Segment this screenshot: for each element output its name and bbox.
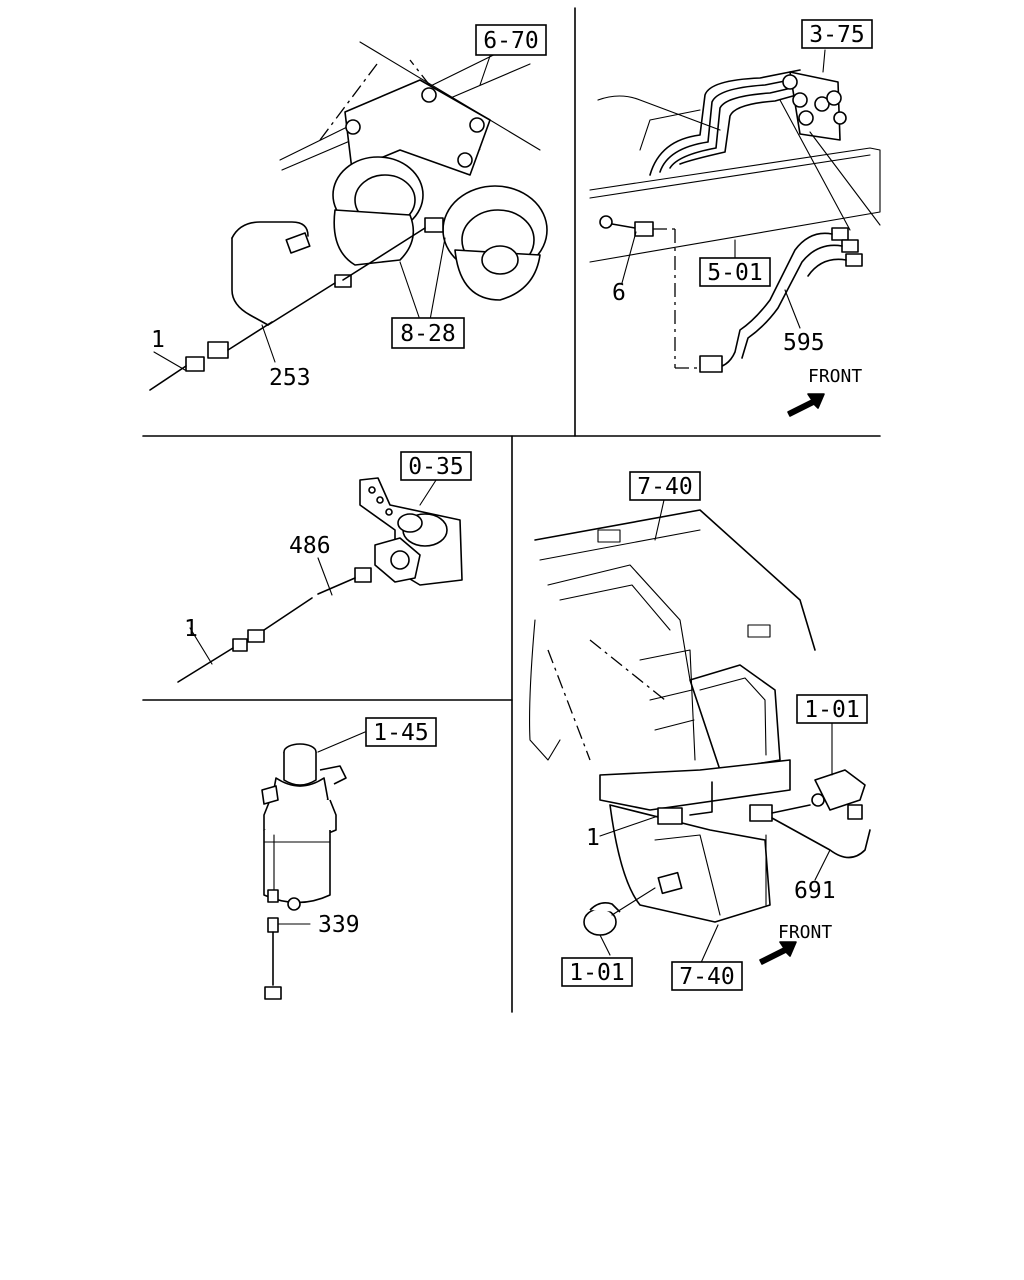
front-direction-label-top: FRONT <box>808 366 862 387</box>
callout-box-3-75 <box>801 19 873 49</box>
callout-box-7-40-top <box>629 471 701 501</box>
callout-box-5-01 <box>699 257 771 287</box>
callout-box-1-01-right <box>796 694 868 724</box>
callout-1-01-bottom: 1-01 <box>569 960 624 986</box>
valve-harness-drawing <box>589 49 881 417</box>
panel-dividers <box>142 7 881 1013</box>
part-number-1-dash: 1 <box>586 825 600 851</box>
callout-box-0-35 <box>400 451 472 481</box>
callout-5-01: 5-01 <box>707 260 762 286</box>
part-number-1-sensor: 1 <box>184 616 198 642</box>
part-number-339: 339 <box>318 912 360 938</box>
callout-8-28: 8-28 <box>400 321 455 347</box>
front-direction-label-bottom: FRONT <box>778 922 832 943</box>
callout-0-35: 0-35 <box>408 454 463 480</box>
callout-7-40-top: 7-40 <box>637 474 692 500</box>
callout-box-1-01-bottom <box>561 957 633 987</box>
callout-1-45: 1-45 <box>373 720 428 746</box>
part-number-595: 595 <box>783 330 825 356</box>
callout-box-7-40-bottom <box>671 961 743 991</box>
part-number-1-horn: 1 <box>151 327 165 353</box>
instrument-panel-drawing <box>529 499 871 966</box>
callout-7-40-bottom: 7-40 <box>679 964 734 990</box>
part-number-6: 6 <box>612 280 626 306</box>
callout-1-01-right: 1-01 <box>804 697 859 723</box>
callout-6-70: 6-70 <box>483 28 538 54</box>
sensor-bracket-drawing <box>177 476 463 683</box>
part-number-691: 691 <box>794 878 836 904</box>
part-number-253: 253 <box>269 365 311 391</box>
fuel-filter-drawing <box>261 731 366 1000</box>
callout-box-8-28 <box>391 317 465 349</box>
callout-box-6-70 <box>475 24 547 56</box>
callout-3-75: 3-75 <box>809 22 864 48</box>
part-number-486: 486 <box>289 533 331 559</box>
horn-assembly-drawing <box>149 41 548 391</box>
callout-box-1-45 <box>365 717 437 747</box>
